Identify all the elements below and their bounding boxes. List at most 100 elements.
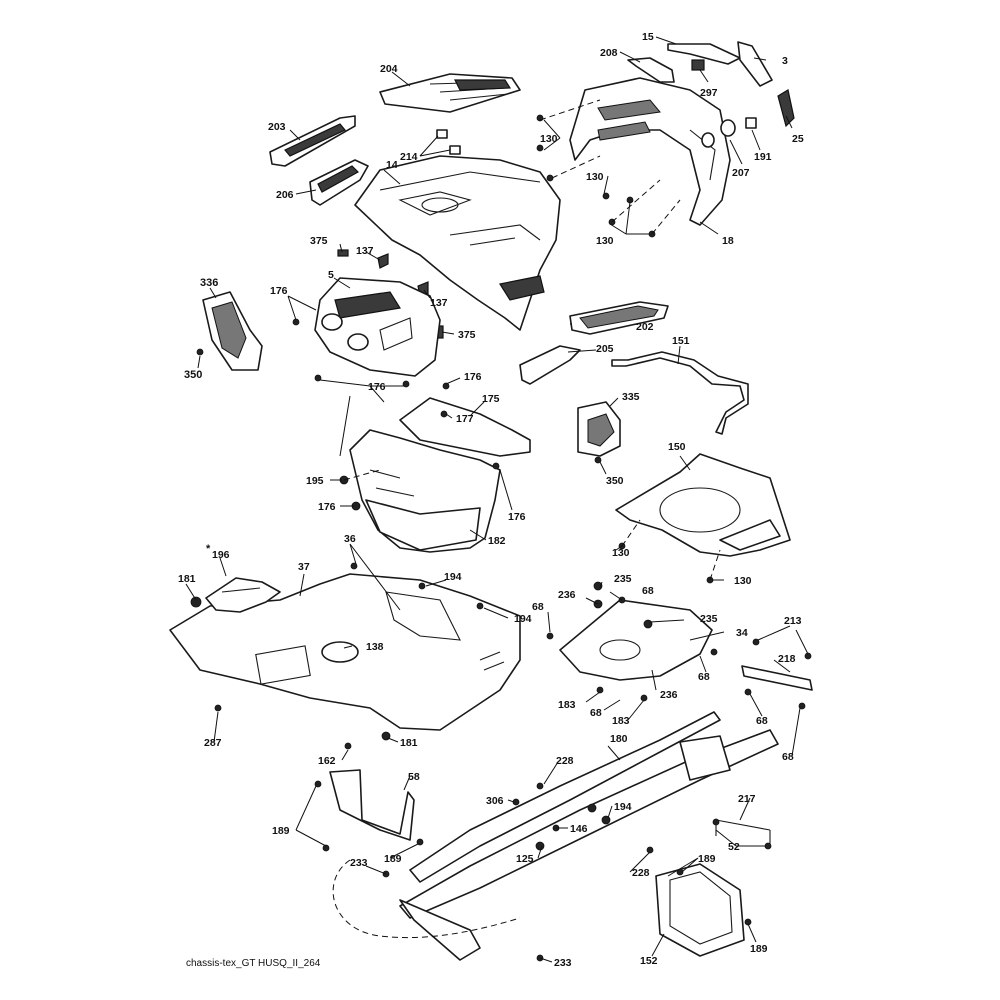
callout-58: 58 <box>408 771 420 783</box>
seat-pad-part <box>205 577 281 613</box>
callout-236-a: 236 <box>558 589 576 601</box>
callout-176-d: 176 <box>318 501 336 513</box>
callout-213: 213 <box>784 615 802 627</box>
callout-68-d: 68 <box>590 707 602 719</box>
callout-68-b: 68 <box>532 601 544 613</box>
callout-191: 191 <box>754 151 772 163</box>
callout-350-a: 350 <box>184 369 202 381</box>
lower-vent-part <box>309 159 369 206</box>
dash-housing-part <box>349 429 501 553</box>
callout-3: 3 <box>782 55 788 67</box>
callout-176-b: 176 <box>464 371 482 383</box>
body-pan-part <box>169 573 521 731</box>
callout-130-c: 130 <box>596 235 614 247</box>
link-rod-part <box>715 819 771 846</box>
callout-176-c: 176 <box>368 381 386 393</box>
callout-306: 306 <box>486 795 504 807</box>
callout-176-a: 176 <box>270 285 288 297</box>
callout-130-f: 130 <box>734 575 752 587</box>
callout-162: 162 <box>318 755 336 767</box>
callout-37: 37 <box>298 561 310 573</box>
callout-350-b: 350 <box>606 475 624 487</box>
callout-195: 195 <box>306 475 324 487</box>
frame-part <box>399 711 779 961</box>
callout-18: 18 <box>722 235 734 247</box>
lower-cover-part <box>519 345 581 385</box>
callout-203: 203 <box>268 121 286 133</box>
callout-34: 34 <box>736 627 748 639</box>
callout-202: 202 <box>636 321 654 333</box>
callout-146: 146 <box>570 823 588 835</box>
callout-52: 52 <box>728 841 740 853</box>
callout-189-d: 189 <box>750 943 768 955</box>
callout-194-b: 194 <box>514 613 532 625</box>
callout-375-a: 375 <box>310 235 328 247</box>
hood-vent-cover-part <box>379 73 521 113</box>
dash-mount-bracket-part <box>399 397 531 457</box>
dash-panel-part <box>314 277 441 377</box>
callout-68-a: 68 <box>642 585 654 597</box>
callout-138: 138 <box>366 641 384 653</box>
callout-182: 182 <box>488 535 506 547</box>
callout-68-e: 68 <box>756 715 768 727</box>
callout-14: 14 <box>386 159 398 171</box>
callout-297: 297 <box>700 87 718 99</box>
callout-130-e: 130 <box>612 547 630 559</box>
callout-287: 287 <box>204 737 222 749</box>
callout-196-star: * <box>206 543 211 555</box>
callout-183-a: 183 <box>558 699 576 711</box>
callout-151: 151 <box>672 335 690 347</box>
callout-218: 218 <box>778 653 796 665</box>
callout-235-a: 235 <box>614 573 632 585</box>
callout-335: 335 <box>622 391 640 403</box>
callout-137-a: 137 <box>356 245 374 257</box>
callout-150: 150 <box>668 441 686 453</box>
callout-183-b: 183 <box>612 715 630 727</box>
callout-194-a: 194 <box>444 571 462 583</box>
callout-180: 180 <box>610 733 628 745</box>
callout-189-a: 189 <box>272 825 290 837</box>
callout-217: 217 <box>738 793 756 805</box>
callout-25: 25 <box>792 133 804 145</box>
side-panel-left-part <box>202 291 263 371</box>
hood-part <box>354 155 561 331</box>
callout-194-c: 194 <box>614 801 632 813</box>
callout-130-b: 130 <box>586 171 604 183</box>
callout-228-b: 228 <box>632 867 650 879</box>
callout-68-f: 68 <box>782 751 794 763</box>
small-bracket-part <box>741 665 813 691</box>
callout-204: 204 <box>380 63 398 75</box>
callout-labels: 15 3 208 297 204 25 191 207 130 130 130 … <box>178 31 804 969</box>
callout-15: 15 <box>642 31 654 43</box>
front-grille-part <box>569 301 669 335</box>
callout-5: 5 <box>328 269 334 281</box>
callout-205: 205 <box>596 343 614 355</box>
pedal-bracket-part <box>329 769 415 841</box>
callout-189-c: 189 <box>698 853 716 865</box>
bracket-part <box>611 351 749 435</box>
callout-68-c: 68 <box>698 671 710 683</box>
diagram-footer-label: chassis-tex_GT HUSQ_II_264 <box>186 958 321 969</box>
callout-152: 152 <box>640 955 658 967</box>
callout-206: 206 <box>276 189 294 201</box>
callout-181-a: 181 <box>178 573 196 585</box>
callout-181-b: 181 <box>400 737 418 749</box>
fastener-bolts <box>190 114 812 962</box>
headlight-trim-parts <box>627 41 795 137</box>
callout-176-e: 176 <box>508 511 526 523</box>
callout-36: 36 <box>344 533 356 545</box>
leader-lines <box>185 36 809 963</box>
dashed-assembly-lines <box>332 99 721 939</box>
callout-235-b: 235 <box>700 613 718 625</box>
side-vent-part <box>269 115 356 167</box>
front-grille-housing-part <box>569 77 731 226</box>
battery-tray-part <box>655 863 745 957</box>
callout-214: 214 <box>400 151 418 163</box>
callout-137-b: 137 <box>430 297 448 309</box>
callout-207: 207 <box>732 167 750 179</box>
callout-236-b: 236 <box>660 689 678 701</box>
callout-336: 336 <box>200 277 218 289</box>
seat-plate-part <box>559 599 713 681</box>
